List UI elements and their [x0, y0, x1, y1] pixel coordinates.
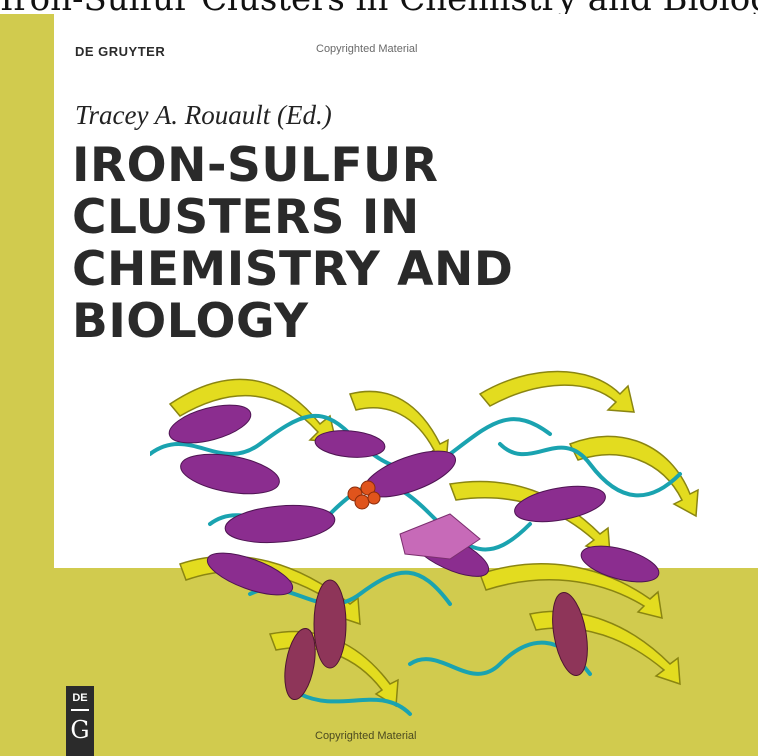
central-domain: [399, 513, 481, 560]
editor-name: Tracey A. Rouault (Ed.): [75, 100, 332, 130]
title-line: CHEMISTRY AND: [72, 242, 514, 297]
book-title: IRON-SULFUR CLUSTERS IN CHEMISTRY AND BI…: [72, 140, 513, 348]
publisher-name: DE GRUYTER: [75, 44, 166, 59]
logo-divider: [71, 709, 89, 711]
title-line: BIOLOGY: [72, 294, 309, 349]
copyright-notice-top: Copyrighted Material: [316, 43, 418, 55]
iron-sulfur-cluster: [347, 480, 381, 510]
dark-helices: [284, 579, 588, 701]
title-line: IRON-SULFUR: [72, 138, 439, 193]
protein-structure-illustration: [150, 370, 699, 716]
copyright-notice-bottom: Copyrighted Material: [315, 730, 417, 742]
book-cover: DE GRUYTER Copyrighted Material Tracey A…: [0, 14, 758, 756]
title-line: CLUSTERS IN: [72, 190, 420, 245]
logo-g-text: G: [70, 716, 90, 744]
page-caption: Iron-Sulfur Clusters in Chemistry and Bi…: [0, 0, 758, 14]
logo-de-text: DE: [72, 692, 88, 704]
publisher-logo: DE G: [66, 686, 94, 756]
